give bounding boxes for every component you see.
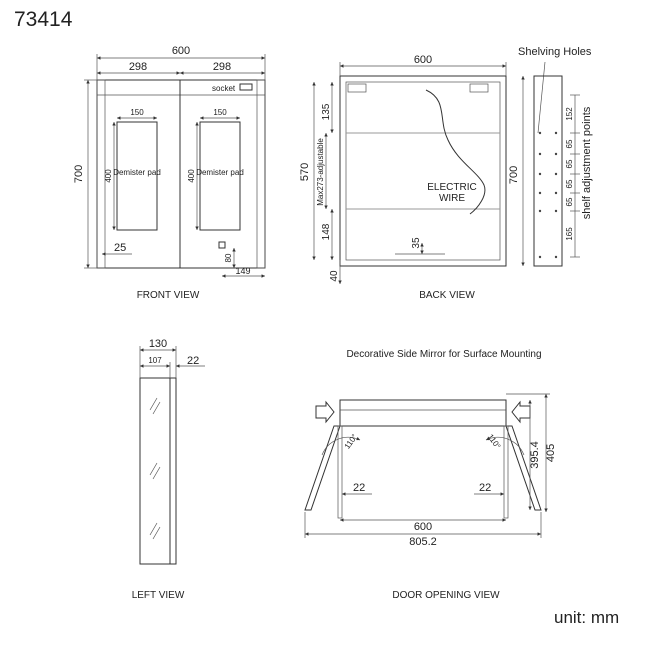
- socket-height-80: 80: [224, 253, 233, 262]
- shelving-holes-label: Shelving Holes: [518, 46, 592, 58]
- demister-pad-left: [116, 121, 158, 231]
- opening-depth-405: 405: [545, 444, 557, 462]
- front-left-door-298: 298: [129, 61, 147, 73]
- wall-arrow-right: [511, 400, 531, 424]
- electric-wire-path: [425, 89, 486, 215]
- shelf-spacing-1: 65: [565, 139, 574, 148]
- wall-arrow-left: [315, 400, 335, 424]
- front-width-600: 600: [172, 45, 190, 57]
- back-base-40: 40: [329, 270, 340, 282]
- left-depth-107: 107: [148, 356, 162, 365]
- back-gap-35: 35: [411, 237, 422, 249]
- socket-offset-149: 149: [235, 266, 250, 276]
- door-thickness-left: 22: [353, 482, 365, 494]
- back-max273-label: Max273-adjustable: [316, 138, 325, 206]
- wire-label-line1: ELECTRIC: [427, 182, 476, 193]
- left-depth-130: 130: [149, 338, 167, 350]
- shelving-holes-detail: Shelving Holes 152 65 65 65 65 165 shelf…: [518, 46, 593, 267]
- back-view-label: BACK VIEW: [419, 290, 475, 301]
- back-left-bracket: [347, 83, 367, 93]
- back-cabinet-outline: [339, 75, 507, 267]
- back-right-bracket: [469, 83, 489, 93]
- left-door-22: 22: [187, 355, 199, 367]
- door-inner-left: [337, 425, 343, 519]
- mirror-reflection-marks: [149, 397, 161, 540]
- front-view-label: FRONT VIEW: [137, 290, 200, 301]
- pad-height-right: 400: [187, 169, 196, 183]
- side-panel-outline: [533, 75, 563, 267]
- socket-bottom-shape: [218, 241, 226, 249]
- back-gap-148: 148: [321, 223, 332, 240]
- opening-width-600: 600: [414, 521, 432, 533]
- front-right-door-298: 298: [213, 61, 231, 73]
- wire-label-line2: WIRE: [439, 193, 465, 204]
- back-height-700: 700: [508, 166, 520, 184]
- angle-arc-right: [485, 436, 525, 456]
- shelf-adjustment-label: shelf adjustment points: [581, 106, 593, 219]
- back-width-600: 600: [414, 54, 432, 66]
- model-code-text: 73414: [14, 8, 73, 31]
- pad-label-left: Demister pad: [113, 168, 161, 177]
- shelf-spacing-2: 65: [565, 159, 574, 168]
- angle-left-label: 110°: [343, 432, 360, 450]
- front-left-side-panel: [96, 79, 106, 269]
- socket-label: socket: [212, 84, 236, 93]
- back-gap-135: 135: [321, 103, 332, 120]
- shelf-spacing-3: 65: [565, 179, 574, 188]
- door-opening-view-label: DOOR OPENING VIEW: [392, 590, 500, 601]
- left-view: 130 107 22 LEFT VIEW: [132, 338, 205, 601]
- demister-pad-right: [199, 121, 241, 231]
- pad-width-left: 150: [130, 108, 144, 117]
- angle-right-label: 110°: [486, 432, 503, 450]
- pad-width-right: 150: [213, 108, 227, 117]
- unit-label: unit: mm: [554, 608, 620, 627]
- back-inner-outline: [345, 81, 501, 261]
- door-opening-view: Decorative Side Mirror for Surface Mount…: [304, 349, 557, 601]
- door-opening-title: Decorative Side Mirror for Surface Mount…: [346, 349, 541, 360]
- pad-height-left: 400: [104, 169, 113, 183]
- front-offset-25: 25: [114, 242, 126, 254]
- shelf-spacing-5: 165: [565, 227, 574, 241]
- shelf-spacing-4: 65: [565, 197, 574, 206]
- pad-label-right: Demister pad: [196, 168, 244, 177]
- door-thickness-right: 22: [479, 482, 491, 494]
- angle-arc-left: [321, 436, 361, 456]
- opening-depth-395: 395.4: [529, 441, 541, 469]
- socket-shape: [239, 83, 253, 91]
- back-view: 600 700 570 Max273-adjustable 135 148 35…: [299, 54, 525, 301]
- opening-width-805: 805.2: [409, 536, 437, 548]
- front-right-side-panel: [256, 79, 266, 269]
- door-inner-right: [503, 425, 509, 519]
- front-height-700: 700: [73, 165, 85, 183]
- left-door-edge: [169, 377, 177, 565]
- shelf-spacing-0: 152: [565, 107, 574, 121]
- shelving-holes-leader: [537, 61, 546, 134]
- opening-cabinet-body: [339, 399, 507, 427]
- open-door-right: [505, 425, 542, 511]
- open-door-left: [304, 425, 341, 511]
- shelf-hole-dots: [538, 131, 558, 259]
- front-view: 600 298 298 700 socket 150 150 400 400 D…: [73, 45, 266, 301]
- back-inner-570: 570: [299, 163, 311, 181]
- left-view-label: LEFT VIEW: [132, 590, 185, 601]
